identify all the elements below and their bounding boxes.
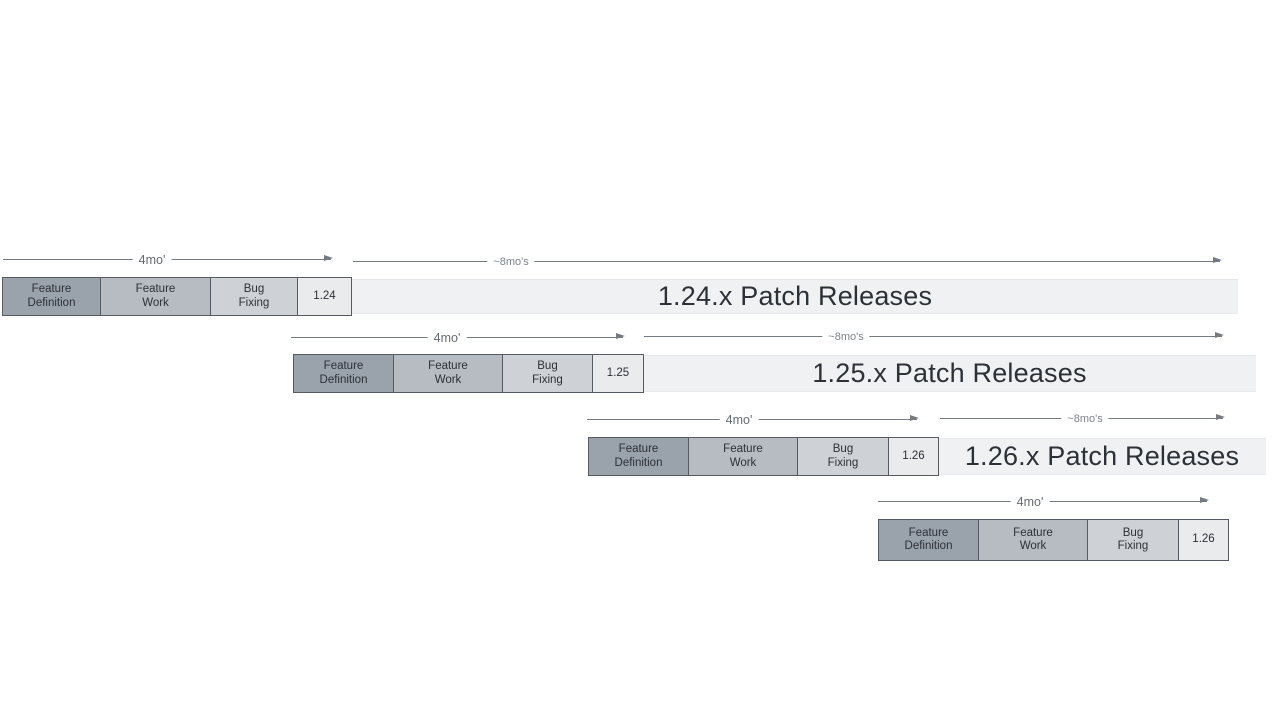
patch-releases-bar: 1.24.x Patch Releases	[352, 279, 1238, 314]
phase-label-line: Feature	[1013, 526, 1053, 539]
patch-releases-label: 1.24.x Patch Releases	[657, 281, 933, 311]
patch-duration-label: ~8mo's	[487, 255, 535, 270]
cycle-duration-label: 4mo'	[132, 253, 172, 268]
cycle-duration-arrow: 4mo'	[291, 331, 625, 346]
phase-label-line: Feature	[908, 526, 949, 539]
phase-label-line: Feature	[428, 360, 468, 372]
feature-work-box: Feature Work	[688, 437, 798, 476]
version-box: 1.24	[297, 277, 352, 316]
feature-work-box: Feature Work	[100, 277, 211, 316]
phase-label-line: Fixing	[827, 456, 859, 469]
version-label: 1.24	[313, 289, 336, 302]
patch-releases-bar: 1.25.x Patch Releases	[643, 355, 1256, 392]
phase-label-line: Bug	[537, 360, 558, 372]
version-box: 1.26	[888, 437, 939, 476]
patch-duration-arrow: ~8mo's	[353, 255, 1222, 270]
arrow-head-icon	[1215, 332, 1224, 339]
phase-label-line: Bug	[832, 443, 854, 455]
bug-fixing-box: Bug Fixing	[502, 354, 593, 393]
cycle-duration-label: 4mo'	[719, 413, 759, 428]
cycle-duration-arrow: 4mo'	[878, 495, 1209, 510]
patch-duration-arrow: ~8mo's	[644, 330, 1224, 345]
arrow-head-icon	[910, 415, 919, 422]
phase-label-line: Feature	[135, 283, 176, 295]
arrow-head-icon	[324, 255, 333, 262]
phase-label-line: Feature	[618, 443, 659, 455]
phase-label-line: Work	[434, 373, 462, 386]
bug-fixing-box: Bug Fixing	[797, 437, 889, 476]
feature-work-box: Feature Work	[978, 519, 1088, 561]
bug-fixing-box: Bug Fixing	[210, 277, 298, 316]
phase-label-line: Feature	[323, 360, 364, 372]
arrow-head-icon	[1200, 497, 1209, 504]
phase-label-line: Fixing	[532, 373, 563, 386]
version-label: 1.25	[606, 366, 630, 379]
cycle-duration-arrow: 4mo'	[3, 253, 333, 268]
phase-label-line: Definition	[27, 296, 76, 309]
phase-label-line: Work	[142, 296, 169, 309]
phase-label-line: Fixing	[1117, 540, 1149, 552]
phase-label-line: Fixing	[238, 296, 270, 309]
phase-label-line: Feature	[31, 283, 72, 295]
phase-label-line: Bug	[243, 283, 265, 295]
phase-label-line: Work	[1019, 540, 1047, 552]
version-label: 1.26	[902, 449, 925, 462]
phase-label-line: Work	[729, 456, 757, 469]
feature-definition-box: Feature Definition	[878, 519, 979, 561]
patch-duration-arrow: ~8mo's	[940, 412, 1225, 427]
patch-duration-label: ~8mo's	[822, 330, 870, 345]
feature-definition-box: Feature Definition	[588, 437, 689, 476]
patch-releases-label: 1.26.x Patch Releases	[964, 441, 1240, 471]
version-box: 1.26	[1178, 519, 1229, 561]
cycle-duration-label: 4mo'	[1010, 495, 1050, 510]
arrow-head-icon	[1213, 257, 1222, 264]
patch-releases-bar: 1.26.x Patch Releases	[938, 438, 1266, 475]
patch-duration-label: ~8mo's	[1061, 412, 1109, 427]
feature-work-box: Feature Work	[393, 354, 503, 393]
phase-label-line: Definition	[319, 373, 368, 386]
cycle-duration-arrow: 4mo'	[587, 413, 919, 428]
arrow-head-icon	[616, 333, 625, 340]
arrow-head-icon	[1216, 414, 1225, 421]
phase-label-line: Feature	[723, 443, 763, 455]
phase-label-line: Bug	[1122, 526, 1144, 539]
patch-releases-label: 1.25.x Patch Releases	[812, 358, 1087, 388]
phase-label-line: Definition	[904, 540, 953, 552]
version-label: 1.26	[1192, 533, 1215, 546]
feature-definition-box: Feature Definition	[293, 354, 394, 393]
version-box: 1.25	[592, 354, 644, 393]
phase-label-line: Definition	[614, 456, 663, 469]
feature-definition-box: Feature Definition	[2, 277, 101, 316]
cycle-duration-label: 4mo'	[427, 331, 467, 346]
bug-fixing-box: Bug Fixing	[1087, 519, 1179, 561]
